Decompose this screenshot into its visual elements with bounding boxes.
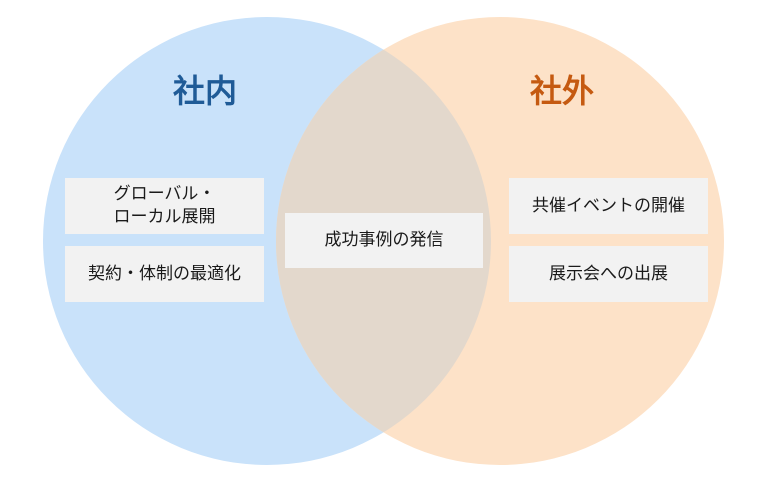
inside-title: 社内	[172, 72, 237, 110]
inside-item-contract: 契約・体制の最適化	[65, 246, 264, 302]
inside-item-global-local: グローバル・ ローカル展開	[65, 178, 264, 234]
outside-item-co-hosted-events: 共催イベントの開催	[509, 178, 708, 234]
outside-title: 社外	[529, 72, 594, 110]
overlap-region	[276, 17, 491, 465]
outside-item-exhibitions: 展示会への出展	[509, 246, 708, 302]
overlap-item-success-stories: 成功事例の発信	[285, 213, 483, 268]
